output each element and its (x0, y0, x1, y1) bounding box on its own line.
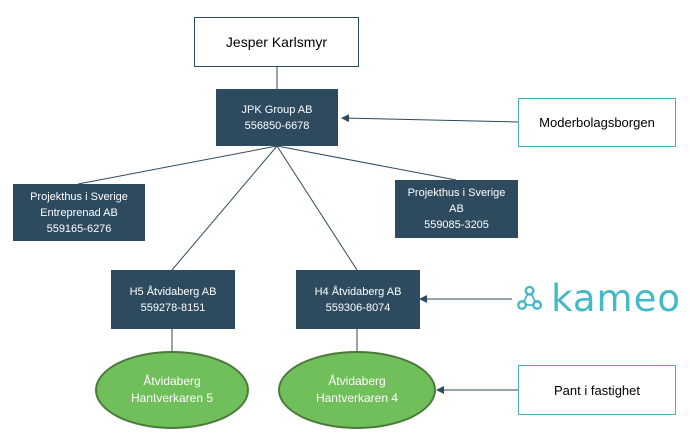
h5-name: H5 Åtvidaberg AB (129, 285, 217, 298)
property-hantverkaren-5: Åtvidaberg Hantverkaren 5 (95, 351, 249, 429)
line-jpk-h4 (276, 145, 358, 271)
property-hantverkaren-4: Åtvidaberg Hantverkaren 4 (278, 351, 436, 429)
jpk-orgnr: 556850-6678 (244, 119, 310, 132)
projekthus-name-2: AB (449, 203, 464, 215)
entreprenad-orgnr: 559165-6276 (46, 222, 112, 235)
projekthus-name-1: Projekthus i Sverige (407, 187, 506, 199)
h4-orgnr: 559306-8074 (325, 301, 391, 314)
projekthus-ab-box: Projekthus i Sverige AB 559085-3205 (395, 180, 518, 238)
h4-box: H4 Åtvidaberg AB 559306-8074 (296, 270, 420, 329)
kameo-logo-icon (517, 285, 543, 310)
pant-i-fastighet-box: Pant i fastighet (518, 365, 676, 415)
h5-box: H5 Åtvidaberg AB 559278-8151 (111, 270, 235, 329)
entreprenad-name-2: Entreprenad AB (40, 206, 118, 219)
jpk-group-box: JPK Group AB 556850-6678 (216, 89, 338, 146)
property5-line2: Hantverkaren 5 (130, 391, 214, 405)
property5-line1: Åtvidaberg (143, 374, 201, 388)
h5-orgnr: 559278-8151 (140, 301, 206, 314)
kameo-logo-text: kameo (551, 277, 681, 320)
projekthus-entreprenad-box: Projekthus i Sverige Entreprenad AB 5591… (13, 184, 145, 241)
owner-box: Jesper Karlsmyr (194, 17, 359, 67)
owner-name: Jesper Karlsmyr (225, 34, 328, 50)
projekthus-orgnr: 559085-3205 (424, 219, 489, 231)
jpk-name: JPK Group AB (241, 103, 313, 116)
moderbolagsborgen-label: Moderbolagsborgen (539, 115, 655, 130)
entreprenad-name-1: Projekthus i Sverige (30, 190, 128, 203)
line-jpk-h5 (171, 145, 278, 271)
property4-line2: Hantverkaren 4 (315, 391, 399, 405)
h4-name: H4 Åtvidaberg AB (314, 285, 402, 298)
arrow-guarantee (341, 114, 519, 123)
pant-label: Pant i fastighet (554, 382, 640, 398)
kameo-logo: kameo (516, 279, 681, 319)
line-jpk-projekthus (276, 145, 457, 181)
moderbolagsborgen-box: Moderbolagsborgen (518, 98, 676, 147)
line-jpk-entreprenad (77, 145, 278, 185)
property4-line1: Åtvidaberg (328, 374, 386, 388)
